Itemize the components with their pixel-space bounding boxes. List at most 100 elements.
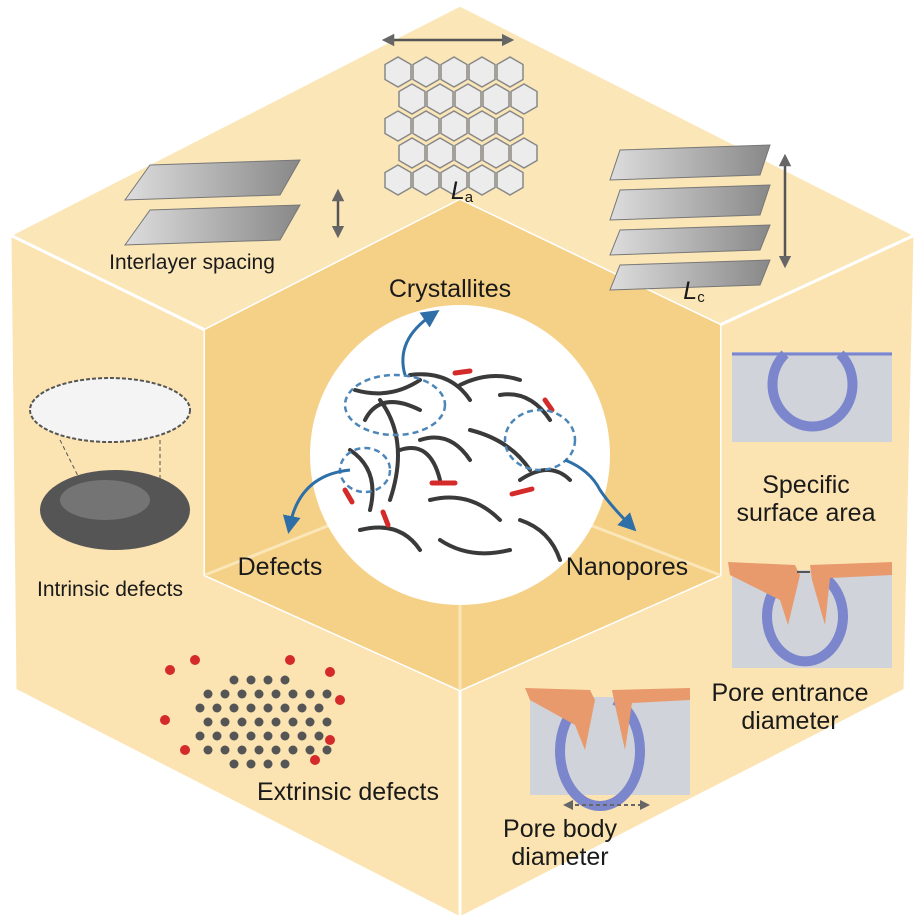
extrinsic-defects-label: Extrinsic defects bbox=[256, 778, 440, 806]
la-subscript: a bbox=[464, 189, 474, 206]
carbon-atom bbox=[263, 703, 273, 713]
carbon-atom bbox=[212, 703, 222, 713]
hexagon-cell bbox=[412, 56, 440, 88]
hexagon-cell bbox=[440, 110, 468, 142]
carbon-atom bbox=[263, 759, 273, 769]
carbon-atom bbox=[280, 759, 290, 769]
defects-label: Defects bbox=[237, 553, 323, 581]
hexagon-cell bbox=[510, 83, 538, 115]
extrinsic-defect-illustration bbox=[160, 655, 345, 769]
oxygen-atom bbox=[335, 695, 345, 705]
lc-subscript: c bbox=[697, 289, 705, 306]
carbon-atom bbox=[229, 675, 239, 685]
la-symbol: L bbox=[450, 177, 465, 205]
hexagon-cell bbox=[426, 137, 454, 169]
oxygen-atom bbox=[325, 735, 335, 745]
nanopores-label: Nanopores bbox=[565, 553, 689, 581]
carbon-atom bbox=[220, 717, 230, 727]
hexagon-cell bbox=[468, 110, 496, 142]
hexagon-cell bbox=[384, 56, 412, 88]
hexagon-cell bbox=[384, 110, 412, 142]
carbon-atom bbox=[229, 759, 239, 769]
hexagon-cell bbox=[426, 83, 454, 115]
carbon-atom bbox=[305, 689, 315, 699]
carbon-atom bbox=[203, 689, 213, 699]
hexagon-cell bbox=[468, 56, 496, 88]
carbon-atom bbox=[305, 717, 315, 727]
carbon-atom bbox=[314, 731, 324, 741]
carbon-atom bbox=[203, 717, 213, 727]
hexagon-cell bbox=[510, 137, 538, 169]
oxygen-atom bbox=[285, 655, 295, 665]
lc-symbol: L bbox=[683, 277, 698, 305]
graphene-sheet-la bbox=[384, 56, 538, 196]
carbon-atom bbox=[246, 731, 256, 741]
oxygen-atom bbox=[190, 655, 200, 665]
body-line2: diameter bbox=[511, 842, 609, 871]
carbon-network bbox=[348, 372, 572, 562]
carbon-atom bbox=[229, 731, 239, 741]
center-arrows bbox=[282, 309, 637, 534]
carbon-atom bbox=[288, 717, 298, 727]
carbon-atom bbox=[271, 689, 281, 699]
interlayer-stack bbox=[124, 159, 301, 246]
lc-label: Lc bbox=[683, 277, 705, 307]
crystallites-label: Crystallites bbox=[388, 275, 512, 303]
carbon-atom bbox=[271, 717, 281, 727]
body-line1: Pore body bbox=[503, 815, 617, 843]
carbon-atom bbox=[195, 731, 205, 741]
hexagon-cell bbox=[482, 83, 510, 115]
carbon-atom bbox=[237, 745, 247, 755]
carbon-atom bbox=[271, 745, 281, 755]
oxygen-atom bbox=[310, 755, 320, 765]
carbon-atom bbox=[288, 689, 298, 699]
entrance-line2: diameter bbox=[741, 706, 839, 735]
oxygen-atom bbox=[325, 667, 335, 677]
center-circle bbox=[310, 305, 610, 605]
carbon-atom bbox=[220, 689, 230, 699]
carbon-atom bbox=[288, 745, 298, 755]
lc-stack bbox=[609, 144, 771, 291]
defect-marks bbox=[342, 368, 555, 528]
hexagon-cell bbox=[398, 137, 426, 169]
carbon-atom bbox=[305, 745, 315, 755]
hexagon-cell bbox=[496, 164, 524, 196]
ssa-line1: Specific bbox=[762, 471, 850, 499]
hexagon-cell bbox=[496, 110, 524, 142]
carbon-atom bbox=[254, 689, 264, 699]
interlayer-spacing-label: Interlayer spacing bbox=[109, 251, 275, 274]
carbon-atom bbox=[254, 717, 264, 727]
intrinsic-defects-label: Intrinsic defects bbox=[37, 578, 183, 601]
carbon-atom bbox=[280, 675, 290, 685]
carbon-atom bbox=[280, 703, 290, 713]
carbon-atom bbox=[254, 745, 264, 755]
carbon-atom bbox=[280, 731, 290, 741]
entrance-line1: Pore entrance bbox=[711, 679, 869, 707]
carbon-atom bbox=[220, 745, 230, 755]
hexagon-cell bbox=[468, 164, 496, 196]
hexagon-cell bbox=[412, 164, 440, 196]
oxygen-atom bbox=[160, 715, 170, 725]
carbon-atom bbox=[263, 675, 273, 685]
carbon-atom bbox=[322, 717, 332, 727]
carbon-atom bbox=[297, 703, 307, 713]
intrinsic-defect-illustration bbox=[29, 377, 191, 550]
hexagon-cell bbox=[482, 137, 510, 169]
pore-entrance bbox=[728, 562, 892, 668]
pore-surface-area bbox=[732, 350, 892, 442]
hexagon-cell bbox=[412, 110, 440, 142]
carbon-atom bbox=[263, 731, 273, 741]
carbon-atom bbox=[322, 745, 332, 755]
carbon-atom bbox=[195, 703, 205, 713]
hexagon-cell bbox=[440, 56, 468, 88]
hexagon-cell bbox=[398, 83, 426, 115]
carbon-atom bbox=[297, 731, 307, 741]
hexagon-cell bbox=[496, 56, 524, 88]
carbon-atom bbox=[229, 703, 239, 713]
carbon-atom bbox=[314, 703, 324, 713]
carbon-atom bbox=[246, 675, 256, 685]
